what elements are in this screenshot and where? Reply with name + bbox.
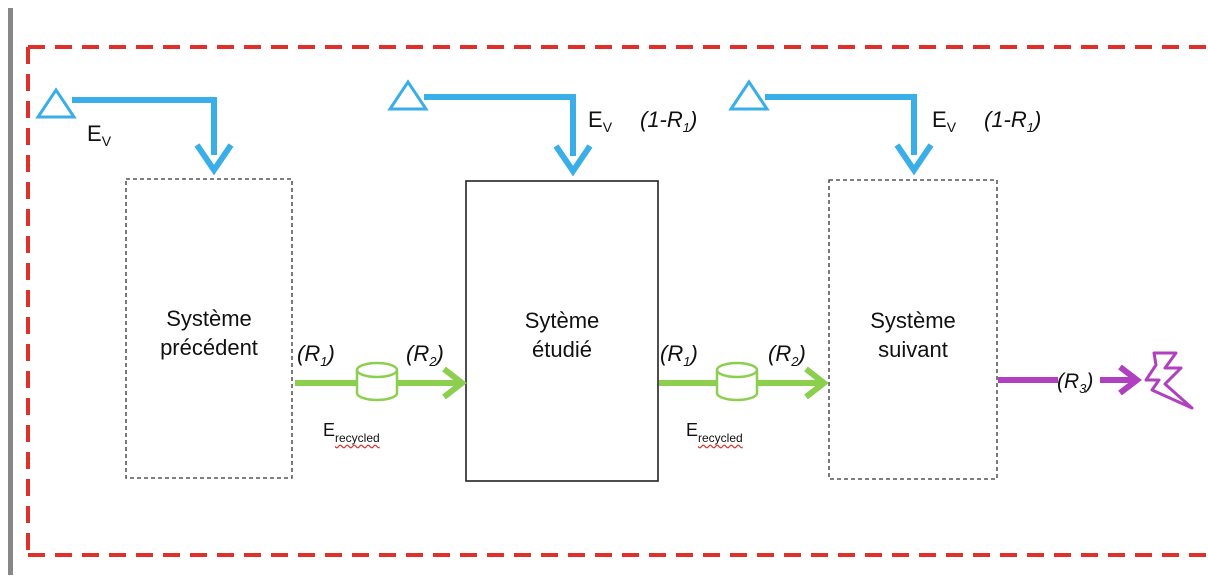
ev-label-2: EV: [588, 107, 613, 135]
r1-label-1: (R1): [297, 341, 335, 369]
r1-label-2: (R1): [660, 341, 698, 369]
r2-label-2: (R2): [768, 341, 806, 369]
one-minus-r1-label-3: (1-R1): [984, 107, 1042, 135]
system-boundary: [26, 45, 1208, 557]
previous-line-1: Système: [166, 306, 252, 331]
left-border-bar: [8, 8, 13, 575]
one-minus-r1-label-2: (1-R1): [640, 107, 698, 135]
studied-line-2: étudié: [532, 337, 592, 362]
ev-label-3: EV: [932, 107, 957, 135]
studied-system-box: [465, 180, 659, 482]
storage-cylinder-icon: [355, 361, 399, 402]
virgin-source-triangle-icon: [387, 79, 429, 111]
studied-line-1: Sytème: [524, 308, 600, 333]
next-line-2: suivant: [878, 337, 948, 362]
next-system-box: [828, 179, 998, 480]
storage-cylinder-icon: [715, 361, 759, 402]
e-recycled-label-1: Erecycled: [323, 420, 380, 445]
r2-label-1: (R2): [406, 341, 444, 369]
e-recycled-label-2: Erecycled: [686, 420, 743, 445]
next-system-label: Système suivant: [829, 306, 997, 364]
virgin-source-triangle-icon: [35, 87, 77, 119]
recycle-flow-2: [659, 361, 829, 402]
previous-system-box: [125, 178, 293, 479]
next-line-1: Système: [870, 308, 956, 333]
waste-flow: [998, 351, 1194, 410]
recycle-flow-1: [295, 361, 467, 402]
ev-label-1: EV: [87, 121, 112, 149]
previous-line-2: précédent: [160, 335, 258, 360]
virgin-flow-3: [728, 79, 934, 176]
virgin-flow-2: [387, 79, 593, 177]
previous-system-label: Système précédent: [126, 304, 292, 362]
virgin-source-triangle-icon: [728, 79, 770, 111]
r3-label: (R3): [1057, 370, 1094, 396]
studied-system-label: Sytème étudié: [466, 306, 658, 364]
lightning-waste-icon: [1144, 351, 1194, 410]
virgin-flow-1: [35, 87, 234, 176]
